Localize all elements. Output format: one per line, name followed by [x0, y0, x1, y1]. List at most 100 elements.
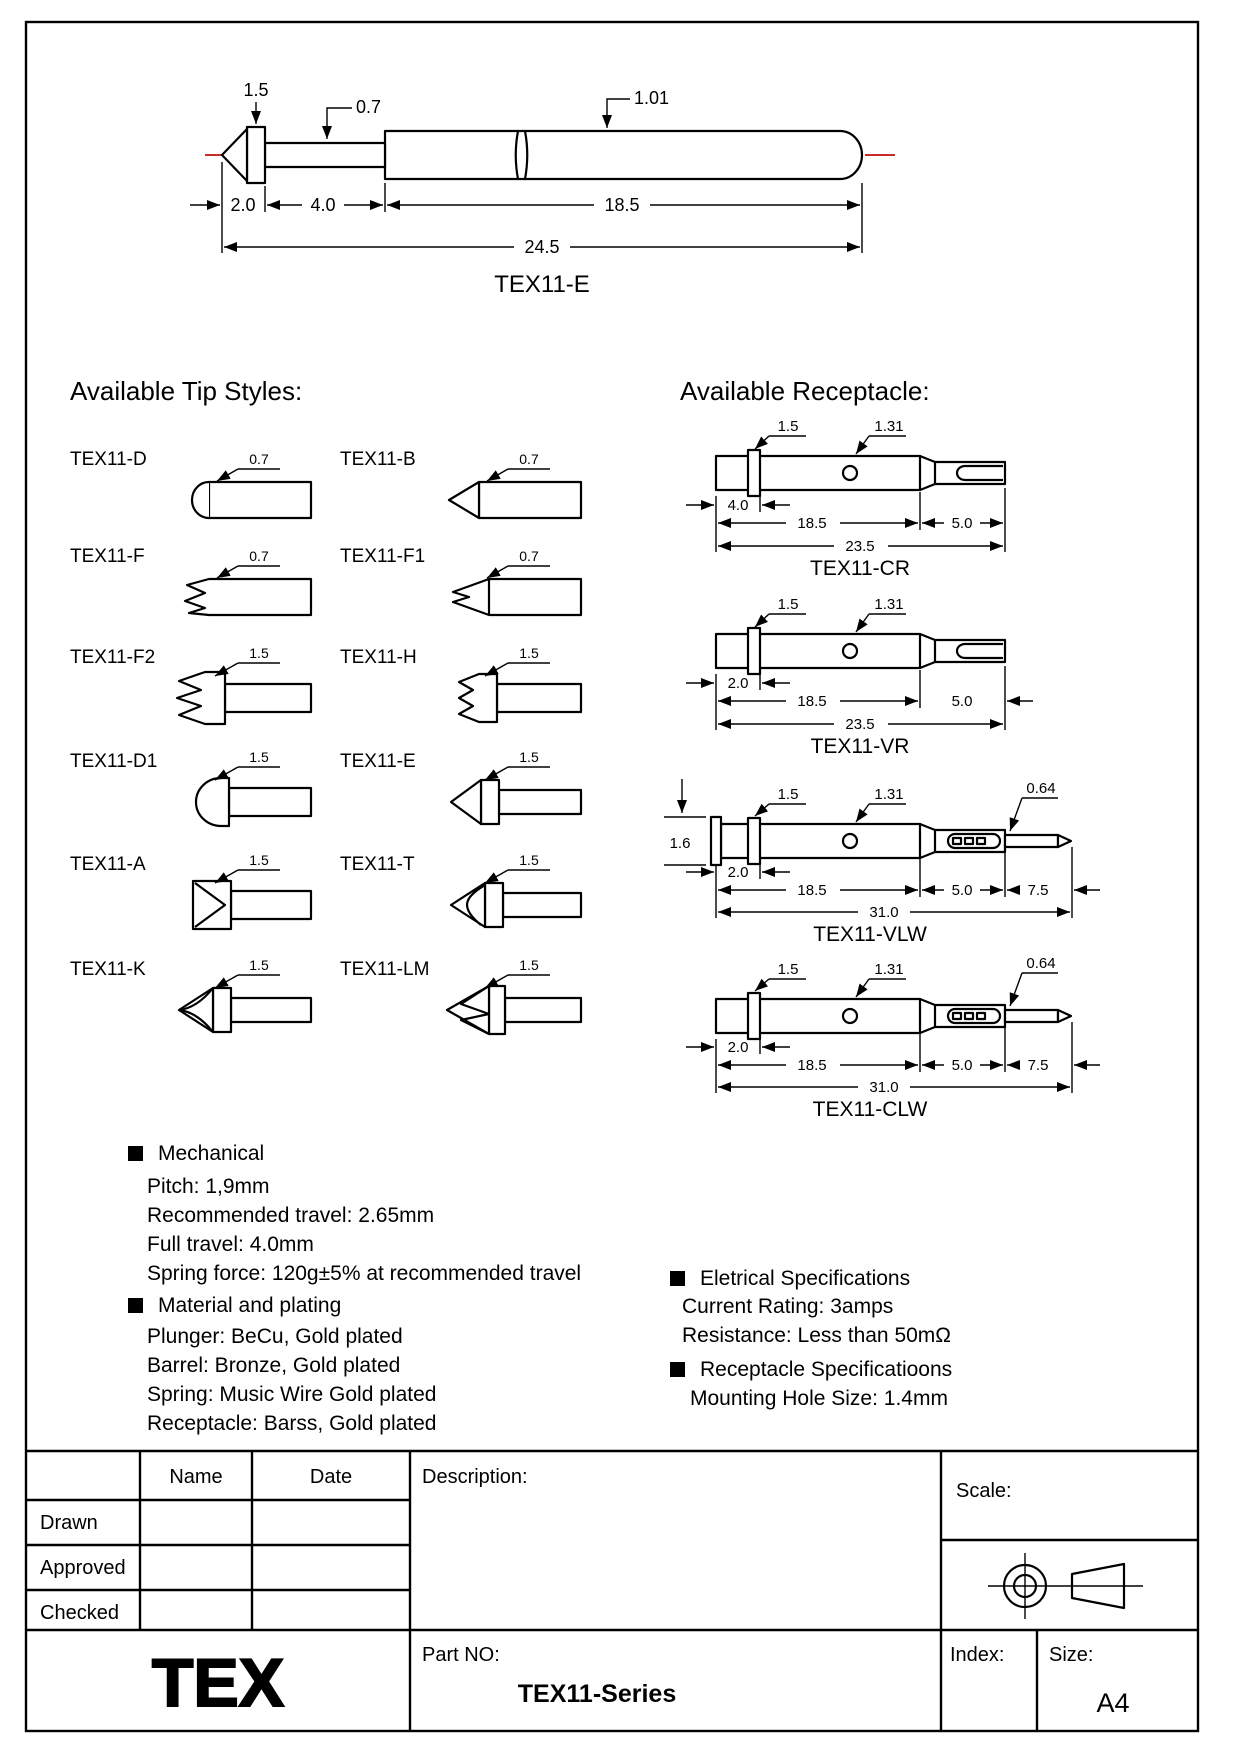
date-header: Date [310, 1466, 352, 1488]
tip-drawing-e: 1.5 [449, 749, 583, 826]
tip-label-f2: TEX11-F2 [70, 647, 155, 668]
tip-label-f: TEX11-F [70, 546, 145, 567]
receptacle-specs: Receptacle Specificatioons Mounting Hole… [670, 1358, 952, 1410]
tip-label-d: TEX11-D [70, 449, 147, 470]
clw-dim-total: 31.0 [869, 1079, 898, 1096]
tip-drawing-f2: 1.5 [175, 645, 313, 726]
cr-dim-mid: 18.5 [797, 515, 826, 532]
barrel [383, 129, 864, 181]
sheet-frame [24, 20, 1200, 1733]
size-label: Size: [1049, 1644, 1093, 1666]
dim-tip: 1.5 [243, 80, 268, 100]
electrical-specs: Eletrical Specifications Current Rating:… [670, 1267, 951, 1347]
mechanical-title: Mechanical [158, 1142, 264, 1165]
index-label: Index: [950, 1644, 1004, 1666]
vlw-dim-collar: 1.5 [778, 786, 799, 803]
dim-c: 18.5 [604, 195, 639, 215]
material-line: Receptacle: Barss, Gold plated [147, 1412, 437, 1435]
plunger-shaft [263, 141, 387, 169]
receptacle-specs-title: Receptacle Specificatioons [700, 1358, 952, 1381]
barrel-crimp [514, 130, 529, 180]
tip-label-k: TEX11-K [70, 959, 146, 980]
clw-dim-mid: 18.5 [797, 1057, 826, 1074]
name-header: Name [169, 1466, 222, 1488]
mechanical-line: Recommended travel: 2.65mm [147, 1204, 434, 1227]
clw-dim-body: 1.31 [874, 961, 903, 978]
third-angle-projection-symbol [988, 1553, 1143, 1619]
title-block: Name Date Description: Scale: Drawn Appr… [26, 1449, 1198, 1731]
cone-tip [220, 127, 249, 183]
vlw-dim-flange: 1.6 [670, 835, 691, 852]
main-drawing-label: TEX11-E [494, 271, 590, 298]
mechanical-line: Full travel: 4.0mm [147, 1233, 314, 1256]
receptacle-vr: 1.5 1.31 2.0 18.5 5.0 23.5 TEX11-VR [686, 596, 1033, 758]
description-label: Description: [422, 1466, 528, 1488]
receptacle-vlw: 1.5 1.31 0.64 1.6 2.0 18.5 5.0 7.5 31.0 … [664, 779, 1100, 946]
vlw-dim-mid: 18.5 [797, 882, 826, 899]
mechanical-line: Pitch: 1,9mm [147, 1175, 270, 1198]
tip-label-a: TEX11-A [70, 854, 146, 875]
tip-dim-k: 1.5 [249, 957, 269, 973]
vr-dim-right: 5.0 [952, 693, 973, 710]
scale-label: Scale: [956, 1480, 1012, 1502]
tip-label-t: TEX11-T [340, 854, 415, 875]
tip-drawing-b: 0.7 [447, 451, 583, 520]
vr-dim-total: 23.5 [845, 716, 874, 733]
tip-drawing-h: 1.5 [457, 645, 583, 724]
clw-dim-wire-len: 7.5 [1028, 1057, 1049, 1074]
receptacle-cr: 1.5 1.31 4.0 18.5 5.0 23.5 TEX11-CR [686, 418, 1007, 580]
tip-drawing-d: 0.7 [190, 451, 313, 520]
material-title: Material and plating [158, 1294, 341, 1317]
cr-dim-left: 4.0 [728, 497, 749, 514]
plunger-head [245, 125, 267, 185]
dim-a: 2.0 [230, 195, 255, 215]
vr-dim-left: 2.0 [728, 675, 749, 692]
company-logo: TEX [152, 1645, 284, 1721]
tip-dim-t: 1.5 [519, 852, 539, 868]
electrical-line: Current Rating: 3amps [682, 1295, 893, 1318]
vlw-dim-body: 1.31 [874, 786, 903, 803]
material-specs: Material and plating Plunger: BeCu, Gold… [128, 1294, 437, 1435]
tip-label-f1: TEX11-F1 [340, 546, 425, 567]
vr-dim-mid: 18.5 [797, 693, 826, 710]
vlw-dim-total: 31.0 [869, 904, 898, 921]
mechanical-line: Spring force: 120g±5% at recommended tra… [147, 1262, 581, 1285]
vlw-dim-wire-len: 7.5 [1028, 882, 1049, 899]
tip-drawing-lm: 1.5 [445, 957, 583, 1036]
main-probe-drawing: 1.5 0.7 1.01 2.0 4.0 18.5 24.5 TEX11-E [190, 80, 895, 298]
tip-label-lm: TEX11-LM [340, 959, 429, 980]
cr-dim-collar: 1.5 [778, 418, 799, 435]
tip-dim-f1: 0.7 [519, 548, 539, 564]
receptacle-clw: 1.5 1.31 0.64 2.0 18.5 5.0 7.5 31.0 TEX1… [686, 955, 1100, 1121]
part-no-value: TEX11-Series [518, 1680, 676, 1708]
tip-drawing-f: 0.7 [183, 548, 313, 617]
tip-dim-f2: 1.5 [249, 645, 269, 661]
tip-label-d1: TEX11-D1 [70, 751, 157, 772]
vr-dim-body: 1.31 [874, 596, 903, 613]
cr-dim-total: 23.5 [845, 538, 874, 555]
clw-dim-wire: 0.64 [1026, 955, 1055, 972]
material-line: Plunger: BeCu, Gold plated [147, 1325, 403, 1348]
drawn-label: Drawn [40, 1512, 98, 1534]
bullet-square [670, 1362, 685, 1377]
bullet-square [128, 1146, 143, 1161]
tip-dim-lm: 1.5 [519, 957, 539, 973]
receptacles-section-title: Available Receptacle: [680, 376, 930, 406]
tip-label-h: TEX11-H [340, 647, 417, 668]
tip-dim-h: 1.5 [519, 645, 539, 661]
vr-dim-collar: 1.5 [778, 596, 799, 613]
tip-dim-a: 1.5 [249, 852, 269, 868]
checked-label: Checked [40, 1602, 119, 1624]
material-line: Spring: Music Wire Gold plated [147, 1383, 436, 1406]
tip-dim-e: 1.5 [519, 749, 539, 765]
cr-dim-body: 1.31 [874, 418, 903, 435]
tip-label-b: TEX11-B [340, 449, 416, 470]
tip-drawing-d1: 1.5 [194, 749, 313, 828]
part-no-label: Part NO: [422, 1644, 500, 1666]
dim-total: 24.5 [524, 237, 559, 257]
tips-section-title: Available Tip Styles: [70, 376, 302, 406]
tip-label-e: TEX11-E [340, 751, 416, 772]
